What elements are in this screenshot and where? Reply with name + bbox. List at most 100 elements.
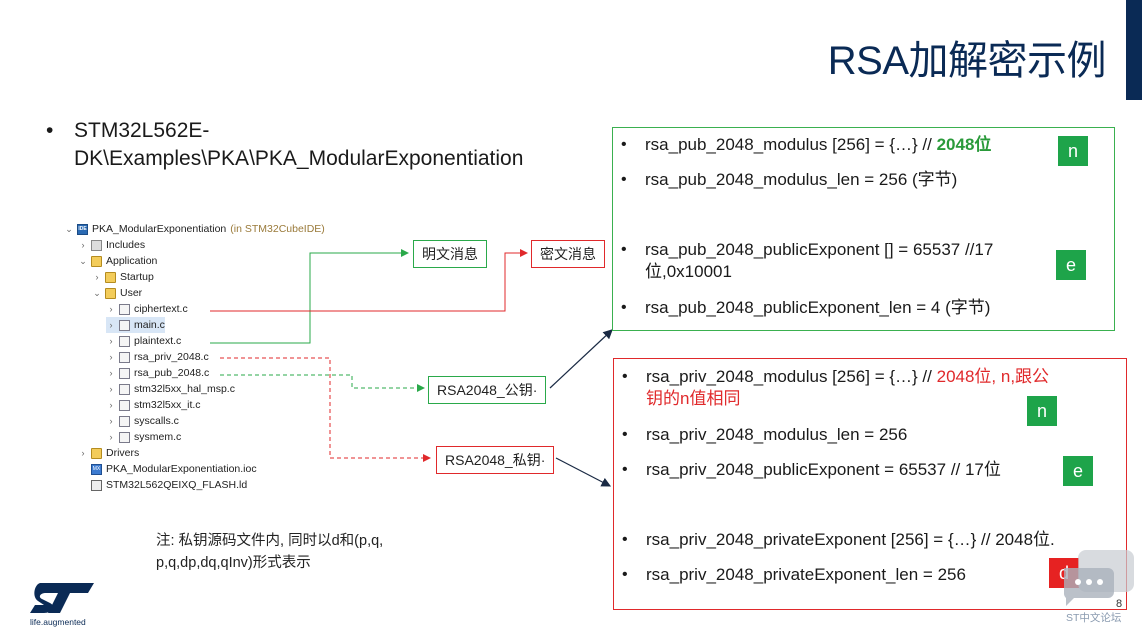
chevron-right-icon[interactable]: › — [109, 352, 113, 362]
bullet-dot: • — [621, 136, 627, 153]
c-file-icon — [119, 319, 130, 331]
bullet-dot: • — [622, 566, 628, 583]
tree-file[interactable]: › main.c — [106, 317, 165, 333]
file-name: main.c — [134, 319, 165, 331]
tree-item-ioc[interactable]: MX PKA_ModularExponentiation.ioc — [91, 461, 257, 477]
priv-privexp-len-text: rsa_priv_2048_privateExponent_len = 256 — [646, 565, 966, 584]
folder-icon — [91, 447, 102, 459]
badge-e: e — [1056, 250, 1086, 280]
main-bullet: • STM32L562E-DK\Examples\PKA\PKA_Modular… — [46, 117, 606, 173]
folder-icon — [91, 255, 102, 267]
privkey-connector — [220, 357, 431, 462]
chat-bubble-icon[interactable] — [1062, 548, 1136, 613]
pubkey-connector — [220, 374, 425, 392]
drivers-label: Drivers — [106, 447, 140, 459]
bullet-dot: • — [622, 368, 628, 385]
includes-label: Includes — [106, 239, 146, 251]
ciphertext-tag: 密文消息 — [531, 240, 605, 268]
file-name: stm32l5xx_it.c — [134, 399, 201, 411]
tree-item-user[interactable]: ⌄ User — [92, 285, 142, 301]
c-file-icon — [119, 399, 130, 411]
main-bullet-text: STM32L562E-DK\Examples\PKA\PKA_ModularEx… — [74, 119, 524, 170]
tree-file[interactable]: › stm32l5xx_it.c — [106, 397, 201, 413]
pubkey-tag: RSA2048_公钥· — [428, 376, 547, 404]
bullet-dot: • — [621, 171, 627, 188]
chevron-down-icon[interactable]: ⌄ — [65, 224, 73, 234]
file-name: rsa_pub_2048.c — [134, 367, 210, 379]
bullet-dot: • — [622, 461, 628, 478]
tree-item-application[interactable]: ⌄ Application — [78, 253, 157, 269]
plaintext-connector — [210, 249, 409, 344]
pubkey-to-box-arrow — [549, 329, 613, 389]
plaintext-tag: 明文消息 — [413, 240, 487, 268]
ciphertext-connector — [210, 249, 528, 312]
application-label: Application — [106, 255, 158, 267]
privkey-to-box-arrow — [555, 457, 612, 487]
linker-file-icon — [91, 479, 102, 491]
file-name: plaintext.c — [134, 335, 182, 347]
tree-file[interactable]: › ciphertext.c — [106, 301, 188, 317]
footnote: 注: 私钥源码文件内, 同时以d和(p,q, p,q,dp,dq,qInv)形式… — [156, 533, 384, 571]
c-file-icon — [119, 303, 130, 315]
pub-modulus-bits: 2048位 — [936, 135, 992, 154]
c-file-icon — [119, 415, 130, 427]
ide-project-icon: IDE — [77, 223, 88, 235]
ld-file-name: STM32L562QEIXQ_FLASH.ld — [106, 479, 248, 491]
chevron-right-icon[interactable]: › — [95, 272, 99, 282]
title-accent-bar — [1126, 0, 1142, 100]
tree-item-drivers[interactable]: › Drivers — [78, 445, 140, 461]
c-file-icon — [119, 367, 130, 379]
project-name: PKA_ModularExponentiation — [92, 223, 227, 235]
file-name: stm32l5xx_hal_msp.c — [134, 383, 235, 395]
badge-n: n — [1058, 136, 1088, 166]
chevron-right-icon[interactable]: › — [109, 336, 113, 346]
chevron-right-icon[interactable]: › — [109, 416, 113, 426]
folder-icon — [105, 271, 116, 283]
chevron-right-icon[interactable]: › — [109, 304, 113, 314]
pub-modulus-text: rsa_pub_2048_modulus [256] = {…} // — [645, 135, 937, 154]
badge-n: n — [1027, 396, 1057, 426]
project-explorer-tree: ⌄ IDE PKA_ModularExponentiation (in STM3… — [64, 221, 384, 501]
chevron-right-icon[interactable]: › — [81, 448, 85, 458]
tree-file[interactable]: › rsa_priv_2048.c — [106, 349, 209, 365]
bullet-dot: • — [622, 426, 628, 443]
priv-privexp-text: rsa_priv_2048_privateExponent [256] = {…… — [646, 530, 1055, 549]
priv-modulus-note: 2048位, n,跟公 — [936, 367, 1050, 386]
tree-file[interactable]: › syscalls.c — [106, 413, 179, 429]
badge-e: e — [1063, 456, 1093, 486]
bullet-dot: • — [621, 241, 627, 258]
includes-icon — [91, 239, 102, 251]
tree-file[interactable]: › sysmem.c — [106, 429, 182, 445]
tree-item-project[interactable]: ⌄ IDE PKA_ModularExponentiation (in STM3… — [64, 221, 325, 237]
chevron-right-icon[interactable]: › — [109, 320, 113, 330]
chevron-right-icon[interactable]: › — [109, 368, 113, 378]
tree-item-includes[interactable]: › Includes — [78, 237, 146, 253]
logo-tagline: life.augmented — [30, 617, 86, 627]
c-file-icon — [119, 383, 130, 395]
tree-item-ld[interactable]: STM32L562QEIXQ_FLASH.ld — [91, 477, 247, 493]
chevron-right-icon[interactable]: › — [109, 432, 113, 442]
tree-file[interactable]: › stm32l5xx_hal_msp.c — [106, 381, 235, 397]
file-name: ciphertext.c — [134, 303, 188, 315]
bullet-dot: • — [622, 531, 628, 548]
chevron-right-icon[interactable]: › — [109, 400, 113, 410]
page-number: 8 — [1116, 598, 1123, 610]
chevron-right-icon[interactable]: › — [81, 240, 85, 250]
private-key-box: • rsa_priv_2048_modulus [256] = {…} // 2… — [613, 358, 1127, 610]
priv-modulus-note-cont: 钥的n值相同 — [646, 389, 741, 408]
tree-item-startup[interactable]: › Startup — [92, 269, 154, 285]
file-name: sysmem.c — [134, 431, 182, 443]
file-name: rsa_priv_2048.c — [134, 351, 209, 363]
c-file-icon — [119, 431, 130, 443]
project-suffix: (in STM32CubeIDE) — [230, 223, 325, 235]
bullet-dot: • — [621, 299, 627, 316]
tree-file[interactable]: › rsa_pub_2048.c — [106, 365, 210, 381]
chevron-right-icon[interactable]: › — [109, 384, 113, 394]
pub-exponent-len-text: rsa_pub_2048_publicExponent_len = 4 (字节) — [645, 298, 991, 317]
chevron-down-icon[interactable]: ⌄ — [79, 256, 87, 266]
forum-watermark: ST中文论坛 — [1066, 612, 1122, 624]
tree-file[interactable]: › plaintext.c — [106, 333, 182, 349]
priv-modulus-len-text: rsa_priv_2048_modulus_len = 256 — [646, 425, 908, 444]
chevron-down-icon[interactable]: ⌄ — [93, 288, 101, 298]
